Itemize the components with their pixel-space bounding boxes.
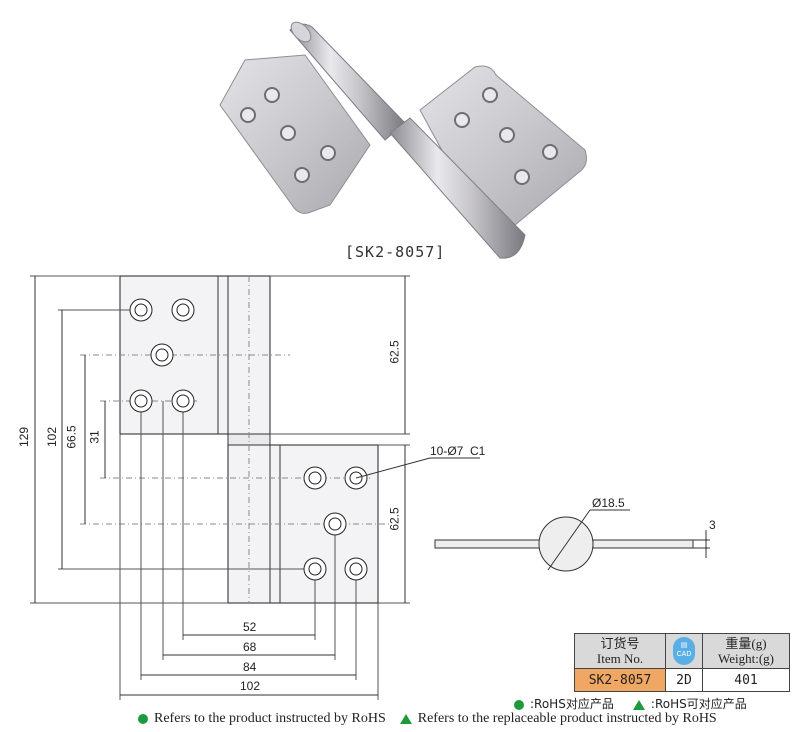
dim-barrel-diameter: Ø18.5 <box>592 496 625 510</box>
rohs-triangle-icon <box>632 699 645 710</box>
rohs-dot-icon-en <box>138 713 148 724</box>
cad-icon: ▤CAD <box>673 637 695 665</box>
dim-holes-callout: 10-Ø7 C1 <box>430 444 486 458</box>
item-no-value: SK2-8057 <box>574 668 666 692</box>
dim-width-68: 68 <box>243 640 257 654</box>
dim-width-102: 102 <box>240 679 261 693</box>
dim-leaf-upper: 62.5 <box>387 340 402 364</box>
weight-header: 重量(g)Weight:(g) <box>702 633 790 669</box>
dim-width-52: 52 <box>243 620 257 634</box>
dim-height-66-5: 66.5 <box>64 425 79 449</box>
dim-height-31: 31 <box>87 430 102 444</box>
cad-header: ▤CAD <box>665 633 703 669</box>
rohs-dot-icon <box>514 699 524 710</box>
weight-value: 401 <box>702 668 790 692</box>
dim-height-102: 102 <box>45 426 60 448</box>
dim-height-129: 129 <box>17 426 32 448</box>
product-code-label: [SK2-8057] <box>345 243 446 261</box>
technical-drawing <box>30 275 710 700</box>
dim-thickness: 3 <box>709 518 716 532</box>
dim-width-84: 84 <box>243 660 257 674</box>
legend-en: Refers to the product instructed by RoHS… <box>138 711 717 727</box>
rohs-triangle-icon-en <box>399 713 412 724</box>
legend-cn: :RoHS对应产品 :RoHS可对应产品 <box>514 695 747 712</box>
dim-leaf-lower: 62.5 <box>387 507 402 531</box>
hinge-photo <box>219 21 587 259</box>
cad-2d-link[interactable]: 2D <box>665 668 703 692</box>
